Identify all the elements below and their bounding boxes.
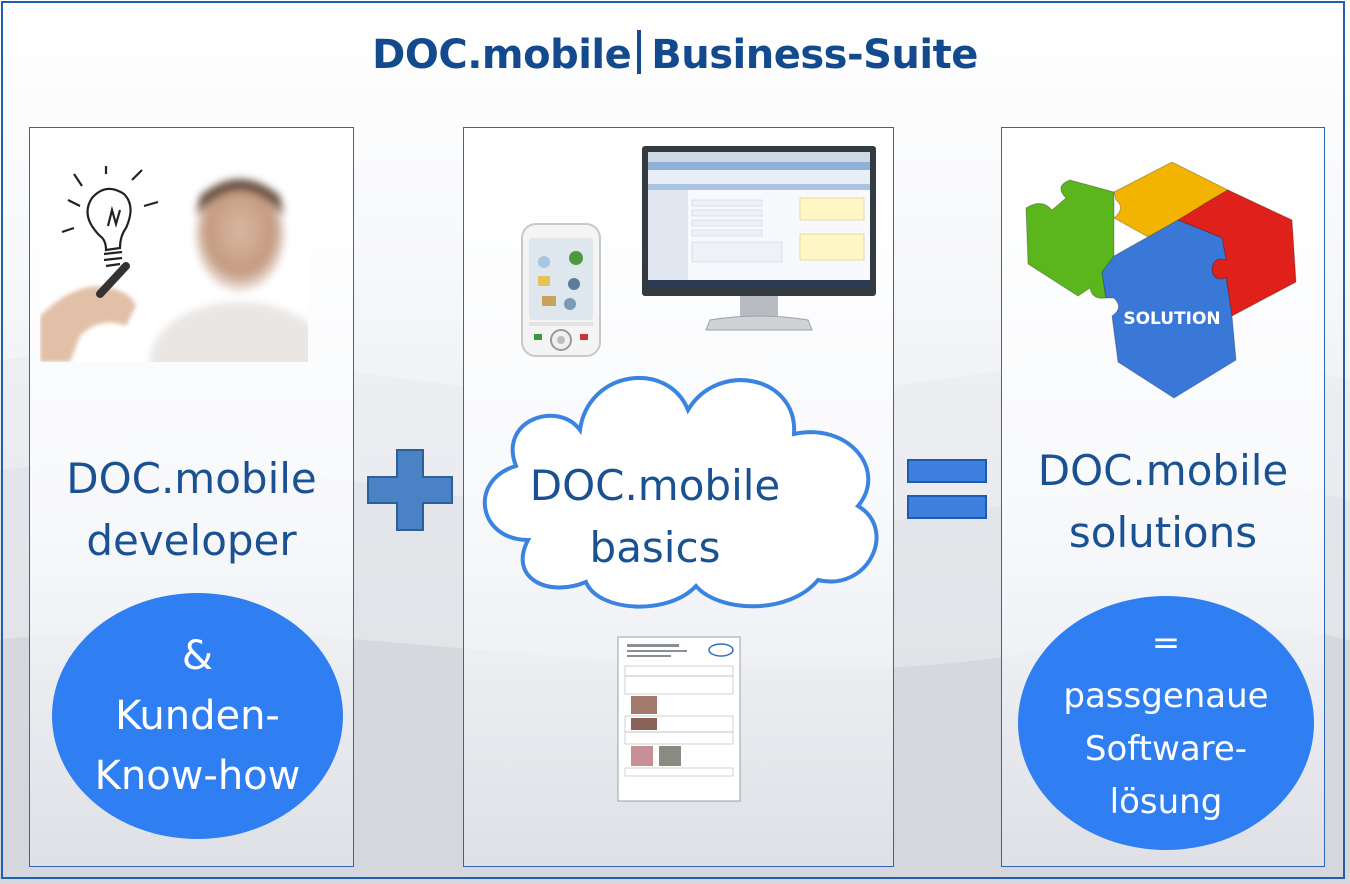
cloud-shape [482, 375, 879, 609]
software-solution-line: lösung [1109, 782, 1223, 822]
developer-label: DOC.mobile developer [29, 448, 354, 572]
know-how-line: & [181, 633, 214, 679]
title-right: Business-Suite [651, 32, 978, 78]
basics-label-line1: DOC.mobile [529, 461, 781, 510]
developer-label-line1: DOC.mobile [66, 454, 317, 503]
basics-label: DOC.mobile basics [500, 455, 810, 579]
know-how-line: Know-how [94, 753, 301, 799]
smartphone-illustration [521, 223, 601, 357]
plus-icon [367, 449, 453, 531]
desktop-monitor-illustration [642, 146, 876, 331]
know-how-ellipse: & Kunden- Know-how [52, 593, 343, 839]
software-solution-line: Software- [1084, 729, 1248, 769]
title-separator [637, 30, 642, 74]
lightbulb-sketch-icon [61, 166, 159, 268]
title-left: DOC.mobile [372, 32, 632, 78]
software-solution-line: passgenaue [1063, 676, 1269, 716]
software-solution-line: = [1151, 623, 1181, 663]
solutions-label: DOC.mobile solutions [1001, 440, 1325, 564]
report-document-illustration [617, 636, 741, 802]
puzzle-label: SOLUTION [1123, 309, 1220, 329]
solutions-label-line1: DOC.mobile [1037, 446, 1289, 495]
puzzle-pieces-illustration: SOLUTION [1025, 161, 1297, 399]
developer-person-illustration [40, 166, 308, 362]
software-solution-ellipse: = passgenaue Software- lösung [1018, 596, 1314, 850]
equals-icon [907, 459, 987, 519]
developer-label-line2: developer [86, 516, 297, 565]
basics-label-line2: basics [589, 523, 721, 572]
page-title: DOC.mobile Business-Suite [0, 30, 1350, 78]
know-how-line: Kunden- [115, 693, 280, 739]
solutions-label-line2: solutions [1068, 508, 1258, 557]
